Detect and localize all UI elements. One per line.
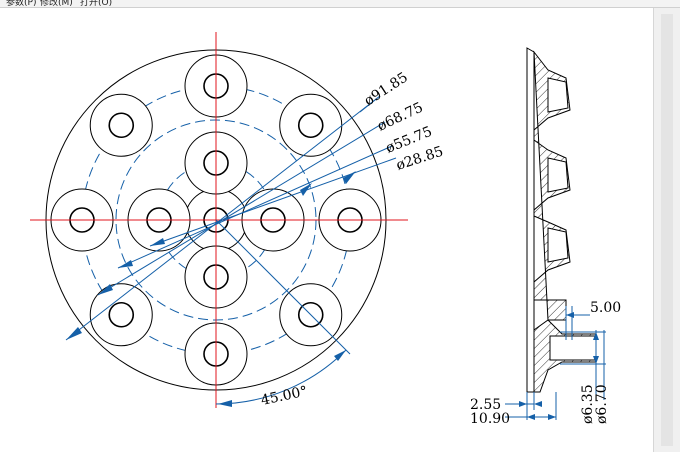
dim-angle: 45.00° [260,383,309,408]
dim-d1: ø91.85 [361,70,410,110]
side-view [526,47,597,393]
menu-item-open[interactable]: 打开(O) [80,0,113,8]
menu-item-params[interactable]: 参数(P) [6,0,37,8]
dim-side-255: 2.55 [470,397,501,413]
lens-hole [108,301,135,328]
menu-bar: 参数(P) 修改(M) 打开(O) [0,0,680,8]
menu-item-modify[interactable]: 修改(M) [40,0,73,8]
dim-side-670: ø6.70 [594,384,610,424]
dim-side-1090: 10.90 [470,411,510,427]
lens-boss [89,93,153,157]
cone-2 [547,157,569,193]
dim-side-5: 5.00 [590,300,621,316]
bottom-bore [549,335,597,361]
leader-d1 [65,95,381,341]
lens-boss [279,93,343,157]
lens-hole [297,301,324,328]
lens-boss [89,283,153,347]
leader-d4 [149,157,397,247]
diameter-leaders [65,95,397,341]
front-view [30,32,408,408]
side-profile-hatched [533,50,597,393]
angle-ref-line [215,219,351,355]
cone-1 [547,77,569,113]
leader-arrowheads [66,171,356,340]
lens-hole [297,112,324,139]
scrollbar-track[interactable] [661,14,673,446]
vertical-scrollbar[interactable] [653,8,680,452]
angle-dimension [215,219,351,405]
side-wall [526,47,535,393]
lens-hole [108,112,135,139]
dim-side-635: ø6.35 [580,384,596,424]
leader-d2 [97,121,386,296]
technical-drawing: ø91.85 ø68.75 ø55.75 ø28.85 45.00° [30,32,621,427]
drawing-canvas[interactable]: ø91.85 ø68.75 ø55.75 ø28.85 45.00° [0,8,653,452]
cone-3 [547,227,569,263]
angle-arc [215,349,347,405]
side-dimensions [505,306,606,420]
leader-d3 [117,145,393,269]
